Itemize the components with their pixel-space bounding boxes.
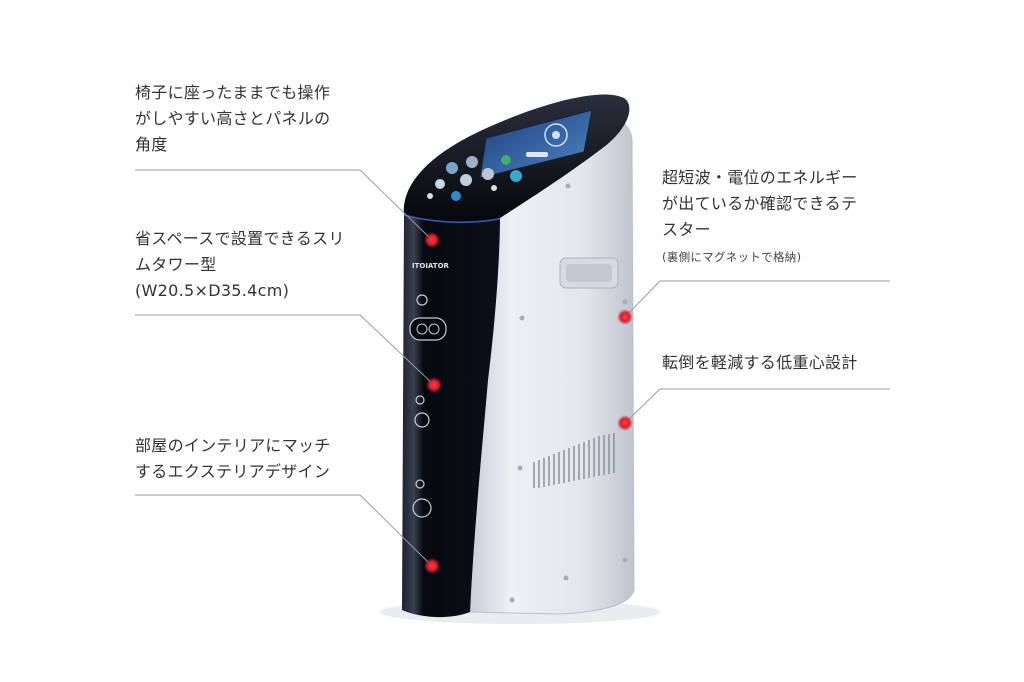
panel-screws [509,183,628,603]
marker-slim-tower [426,377,442,393]
callout-exterior-design: 部屋のインテリアにマッチ するエクステリアデザイン [135,433,331,485]
callout-line: 超短波・電位のエネルギー [662,168,858,187]
control-buttons[interactable] [427,152,548,201]
callout-tester: 超短波・電位のエネルギー が出ているか確認できるテ スター (裏側にマグネットで… [662,165,858,267]
callout-line: (W20.5×D35.4cm) [135,281,290,300]
vent-grille [533,433,615,488]
marker-tester [617,309,633,325]
callout-line: ムタワー型 [135,255,217,274]
feature-markers [424,232,633,574]
callout-line: が出ているか確認できるテ [662,194,858,213]
callout-low-center: 転倒を軽減する低重心設計 [662,350,858,376]
callout-panel-angle: 椅子に座ったままでも操作 がしやすい高さとパネルの 角度 [135,80,330,158]
callout-line: 部屋のインテリアにマッチ [135,436,331,455]
callout-slim-tower: 省スペースで設置できるスリ ムタワー型 (W20.5×D35.4cm) [135,226,345,304]
callout-line: 椅子に座ったままでも操作 [135,83,331,102]
callout-line: 省スペースで設置できるスリ [135,229,345,248]
output-ports [409,294,447,518]
callout-lines [135,169,890,567]
callout-line: するエクステリアデザイン [135,462,331,481]
marker-low-center [617,415,633,431]
callout-line: スター [662,220,711,239]
callout-note: (裏側にマグネットで格納) [662,250,802,264]
screen-dial-graphic [544,123,568,147]
callout-line: 角度 [135,135,168,154]
brand-label: ITOIATOR [412,262,450,270]
marker-panel-angle [424,232,440,248]
marker-exterior-design [424,558,440,574]
callout-line: がしやすい高さとパネルの [135,109,331,128]
callout-line: 転倒を軽減する低重心設計 [662,353,858,372]
